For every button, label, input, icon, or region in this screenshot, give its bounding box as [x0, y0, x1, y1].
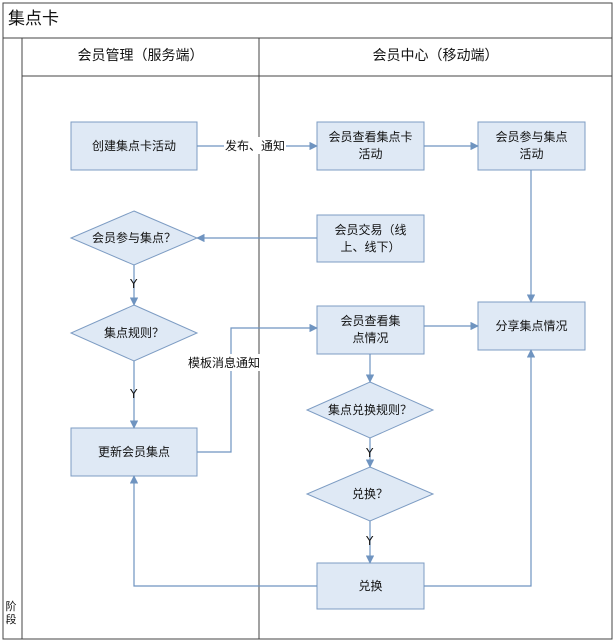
node-decision-exchange-rule-label: 集点兑换规则？	[327, 402, 412, 417]
node-view-card-box	[316, 121, 425, 171]
edge-label-template: 模板消息通知	[187, 354, 262, 371]
node-decision-join-label: 会员参与集点？	[91, 230, 176, 245]
node-view-points-label: 会员查看集点情况	[340, 314, 401, 345]
phase-label: 阶段	[5, 600, 17, 626]
node-create-box	[70, 121, 198, 171]
node-update-label: 更新会员集点	[97, 444, 170, 459]
edge-exchange-to-share	[424, 349, 536, 587]
lane-header-mobile: 会员中心（移动端）	[372, 48, 499, 64]
node-share-label: 分享集点情况	[495, 318, 568, 333]
page-title: 集点卡	[8, 9, 59, 29]
node-join-box	[477, 121, 586, 171]
node-decision-rule-label: 集点规则？	[103, 325, 164, 340]
edge-exchange-to-update	[129, 475, 317, 587]
edge-label-publish: 发布、通知	[224, 137, 287, 154]
node-trade-box	[316, 214, 425, 263]
edge-label-y-join: Y	[130, 277, 138, 291]
edge-label-y-rule: Y	[130, 387, 138, 401]
node-share-box	[477, 301, 586, 351]
node-join-label: 会员参与集点活动	[495, 130, 568, 161]
lane-header-server: 会员管理（服务端）	[77, 48, 204, 64]
node-exchange-label: 兑换	[358, 578, 383, 593]
node-trade-label: 会员交易（线上、线下）	[334, 222, 407, 254]
node-view-card-label: 会员查看集点卡活动	[328, 130, 413, 161]
edge-update-to-view-points	[197, 323, 318, 453]
node-create-label: 创建集点卡活动	[91, 138, 176, 153]
edge-label-y-exchange-rule: Y	[366, 446, 374, 460]
edge-label-y-exchange: Y	[366, 534, 374, 548]
node-view-points-box	[316, 305, 425, 355]
node-decision-exchange-label: 兑换？	[351, 486, 388, 501]
